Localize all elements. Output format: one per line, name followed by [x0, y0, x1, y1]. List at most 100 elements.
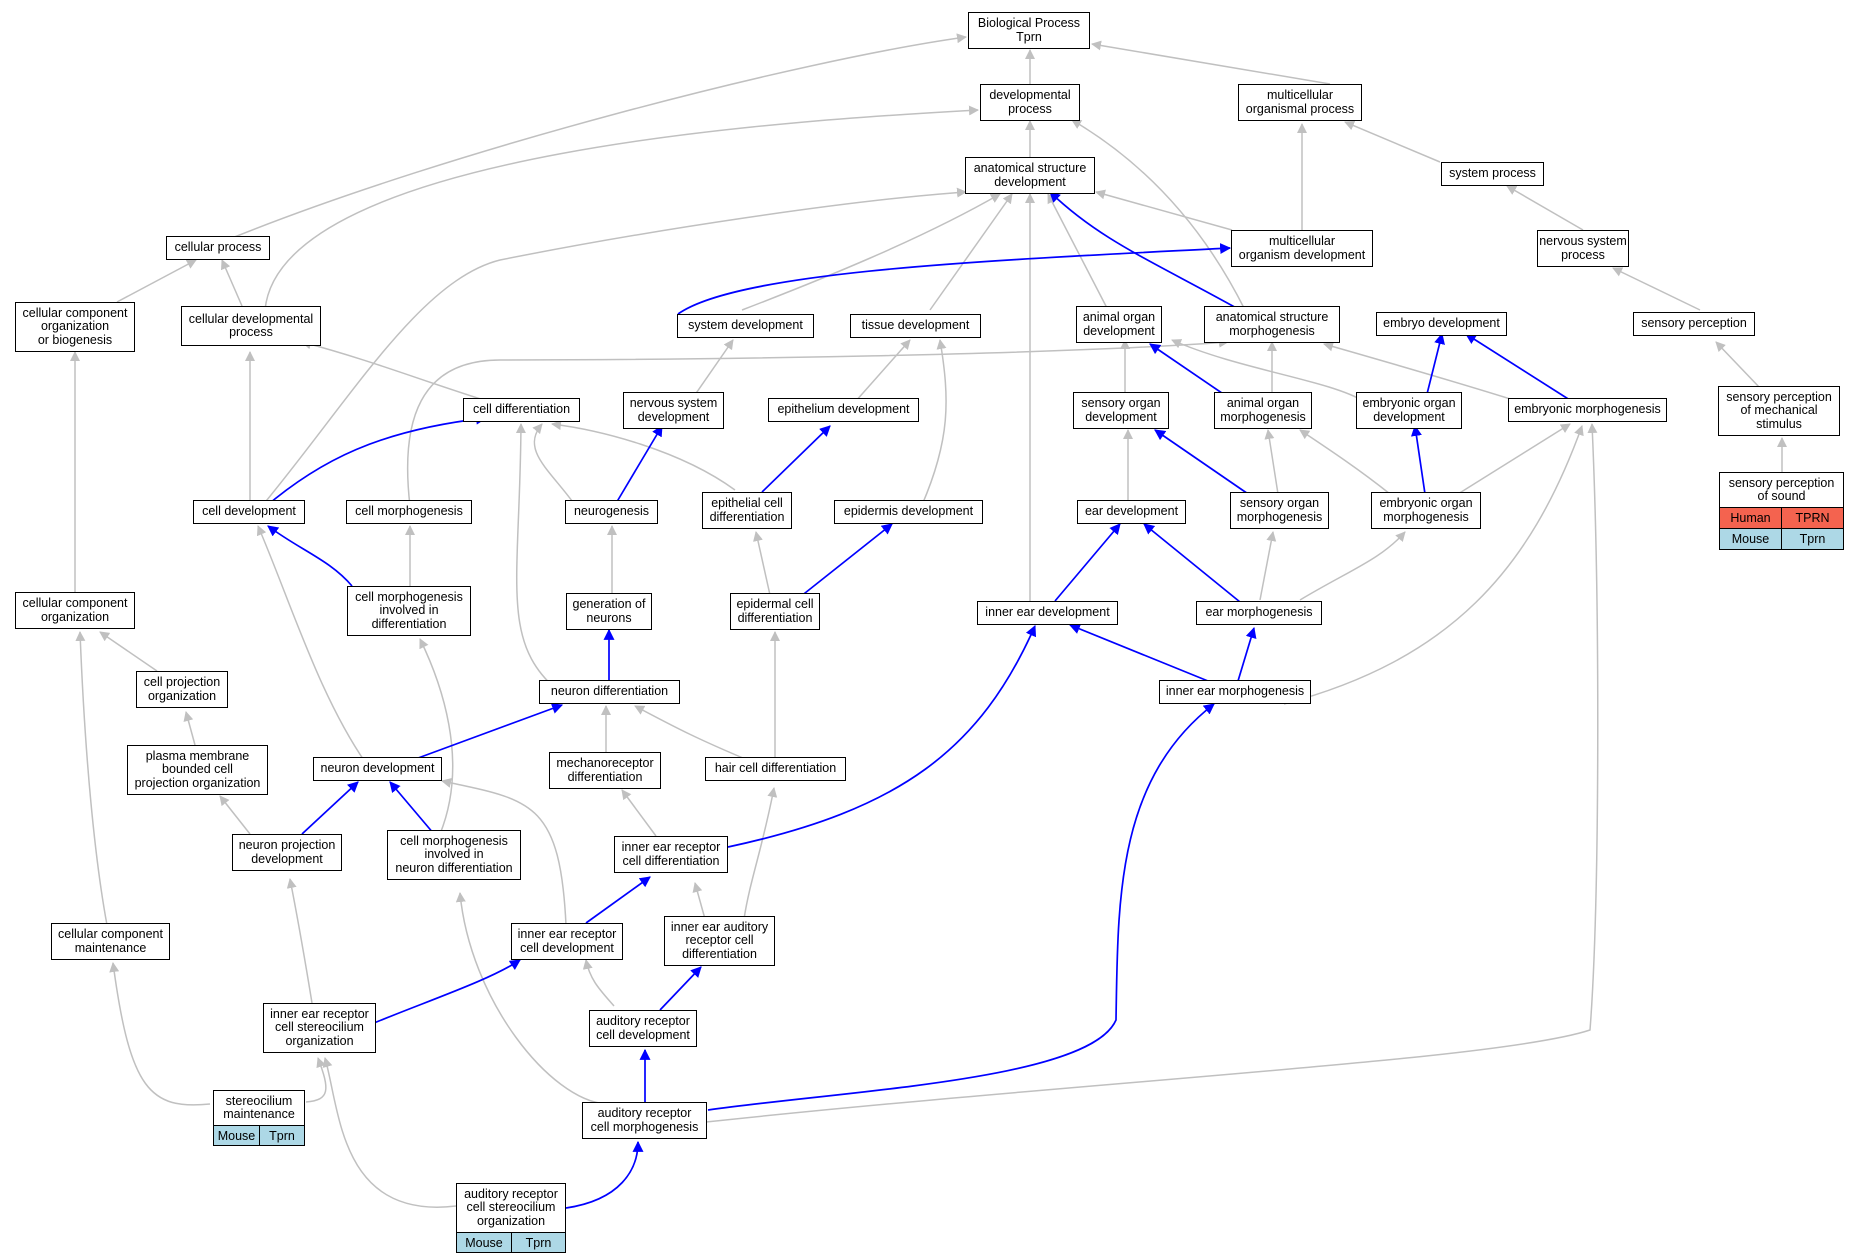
go-term-epithelium-development[interactable]: epithelium development [768, 398, 919, 422]
go-term-tissue-development[interactable]: tissue development [850, 314, 981, 338]
edge-pmbcpo-cpo [183, 711, 196, 746]
go-term-neuron-differentiation[interactable]: neuron differentiation [539, 680, 680, 704]
edge-neudiff-celldiff [515, 423, 557, 690]
edge-tisdev-asd [929, 193, 1013, 311]
edge-npd-neudev [301, 781, 359, 835]
go-term-inner-ear-morphogenesis[interactable]: inner ear morphogenesis [1159, 680, 1311, 704]
go-term-animal-organ-development[interactable]: animal organ development [1076, 306, 1162, 343]
edge-iercd-ied [727, 624, 1037, 848]
go-term-cell-development[interactable]: cell development [193, 500, 305, 524]
go-term-cellular-component-organization[interactable]: cellular component organization [15, 592, 135, 629]
go-term-multicellular-organismal-process[interactable]: multicellular organismal process [1238, 84, 1362, 121]
go-term-neuron-projection-development[interactable]: neuron projection development [232, 834, 342, 871]
edge-embmorph-embdev [1465, 333, 1574, 403]
go-term-epithelial-cell-differentiation[interactable]: epithelial cell differentiation [702, 492, 792, 529]
edge-cellmorph-asm [406, 337, 1229, 507]
edge-neudev-celldev [256, 525, 371, 770]
go-term-auditory-receptor-cell-development[interactable]: auditory receptor cell development [589, 1010, 697, 1047]
edge-arcm-embmorph [705, 423, 1599, 1123]
go-term-cell-morphogenesis-involved-in-neuron-differentiation[interactable]: cell morphogenesis involved in neuron di… [387, 830, 521, 880]
edge-sysdev-mcod [677, 243, 1232, 315]
edge-ecd-epidev [761, 425, 831, 493]
edge-iercd-mechdiff [621, 789, 657, 837]
go-term-epidermal-cell-differentiation[interactable]: epidermal cell differentiation [730, 593, 820, 630]
edge-sysdev-asd [741, 193, 1001, 311]
edge-epidcd-epiddev [799, 523, 893, 598]
annotation-human-gene: TPRN [1781, 507, 1844, 529]
edge-aod-asd [1047, 193, 1109, 311]
go-term-multicellular-organism-development[interactable]: multicellular organism development [1231, 230, 1373, 267]
go-term-mechanoreceptor-differentiation[interactable]: mechanoreceptor differentiation [549, 752, 661, 789]
go-term-stereocilium-maintenance[interactable]: stereocilium maintenance [213, 1090, 305, 1126]
go-term-cellular-component-maintenance[interactable]: cellular component maintenance [51, 923, 170, 960]
edge-celldev-celldiff [263, 413, 488, 509]
go-term-biological-process[interactable]: Biological Process Tprn [968, 12, 1090, 49]
go-term-auditory-receptor-cell-morphogenesis[interactable]: auditory receptor cell morphogenesis [582, 1102, 707, 1139]
go-term-ear-morphogenesis[interactable]: ear morphogenesis [1196, 601, 1322, 625]
go-term-anatomical-structure-morphogenesis[interactable]: anatomical structure morphogenesis [1204, 306, 1340, 343]
go-term-plasma-membrane-bounded-cell-projection-organization[interactable]: plasma membrane bounded cell projection … [127, 745, 268, 795]
go-term-anatomical-structure-development[interactable]: anatomical structure development [965, 157, 1095, 194]
go-term-sensory-perception-of-sound[interactable]: sensory perception of sound [1719, 472, 1844, 508]
edge-cellproc-bp [231, 33, 967, 239]
go-term-inner-ear-receptor-cell-development[interactable]: inner ear receptor cell development [511, 923, 623, 960]
go-term-generation-of-neurons[interactable]: generation of neurons [566, 593, 652, 630]
go-term-neurogenesis[interactable]: neurogenesis [565, 500, 658, 524]
go-term-developmental-process[interactable]: developmental process [980, 84, 1080, 121]
edge-ecd-celldiff [551, 420, 736, 491]
go-term-epidermis-development[interactable]: epidermis development [834, 500, 983, 524]
go-term-nervous-system-process[interactable]: nervous system process [1537, 230, 1629, 267]
go-term-animal-organ-morphogenesis[interactable]: animal organ morphogenesis [1214, 392, 1312, 429]
go-term-sensory-perception[interactable]: sensory perception [1633, 312, 1755, 336]
go-term-sensory-organ-morphogenesis[interactable]: sensory organ morphogenesis [1230, 492, 1329, 529]
go-term-hair-cell-differentiation[interactable]: hair cell differentiation [705, 757, 846, 781]
edge-embmorph-asm [1323, 341, 1521, 403]
go-term-embryonic-organ-development[interactable]: embryonic organ development [1356, 392, 1462, 429]
edge-epidcd-ecd [753, 531, 771, 596]
edge-nsp-sysproc [1506, 185, 1584, 231]
annotation-mouse-gene: Tprn [1781, 528, 1844, 550]
go-term-ear-development[interactable]: ear development [1077, 500, 1186, 524]
go-term-cell-projection-organization[interactable]: cell projection organization [136, 671, 228, 708]
go-term-inner-ear-auditory-receptor-cell-differentiation[interactable]: inner ear auditory receptor cell differe… [664, 916, 775, 966]
annotation-mouse-gene: Tprn [511, 1232, 566, 1253]
edge-epidev-tisdev [854, 339, 911, 403]
edge-iercdev-neudev [441, 778, 567, 926]
edge-eom-embmorph [1457, 423, 1571, 495]
go-term-inner-ear-development[interactable]: inner ear development [977, 601, 1118, 625]
go-term-cellular-process[interactable]: cellular process [166, 236, 270, 260]
go-term-inner-ear-receptor-cell-differentiation[interactable]: inner ear receptor cell differentiation [614, 836, 728, 873]
go-term-sensory-organ-development[interactable]: sensory organ development [1073, 392, 1169, 429]
go-term-embryonic-organ-morphogenesis[interactable]: embryonic organ morphogenesis [1371, 492, 1481, 529]
edge-arcso-iercso [322, 1057, 457, 1208]
edge-eom-eod [1410, 424, 1426, 495]
go-term-auditory-receptor-cell-stereocilium-organization[interactable]: auditory receptor cell stereocilium orga… [456, 1183, 566, 1233]
go-term-embryo-development[interactable]: embryo development [1376, 312, 1507, 336]
annotation-mouse-species: Mouse [213, 1125, 260, 1146]
go-term-cellular-developmental-process[interactable]: cellular developmental process [181, 306, 321, 346]
edge-celldiff-cdp [301, 339, 491, 403]
go-term-system-development[interactable]: system development [677, 314, 814, 338]
go-term-sensory-perception-of-mechanical-stimulus[interactable]: sensory perception of mechanical stimulu… [1718, 386, 1840, 436]
edge-arcm-cmind [455, 892, 607, 1105]
edge-iearcd-hcd [743, 787, 778, 920]
edge-cdp-dev [264, 105, 979, 311]
edge-neurogen-nsdev [614, 425, 663, 506]
go-term-neuron-development[interactable]: neuron development [313, 757, 442, 781]
go-term-cell-differentiation[interactable]: cell differentiation [463, 398, 580, 422]
edge-arcm-iem [707, 703, 1215, 1111]
go-term-cell-morphogenesis[interactable]: cell morphogenesis [346, 500, 472, 524]
edge-spms-sensper [1715, 341, 1761, 389]
go-term-nervous-system-development[interactable]: nervous system development [623, 392, 724, 429]
edge-mcod-asd [1095, 189, 1233, 231]
edge-ccm-cco [75, 631, 108, 926]
go-term-embryonic-morphogenesis[interactable]: embryonic morphogenesis [1508, 398, 1667, 422]
go-term-inner-ear-receptor-cell-stereocilium-organization[interactable]: inner ear receptor cell stereocilium org… [263, 1003, 376, 1053]
edge-sysproc-mcop [1344, 120, 1441, 163]
go-term-cell-morphogenesis-involved-in-differentiation[interactable]: cell morphogenesis involved in different… [347, 586, 471, 636]
go-term-system-process[interactable]: system process [1441, 162, 1544, 186]
edge-earmorph-som [1259, 531, 1277, 601]
edge-stm-iercso [305, 1057, 327, 1103]
go-term-cellular-component-organization-or-biogenesis[interactable]: cellular component organization or bioge… [15, 302, 135, 352]
